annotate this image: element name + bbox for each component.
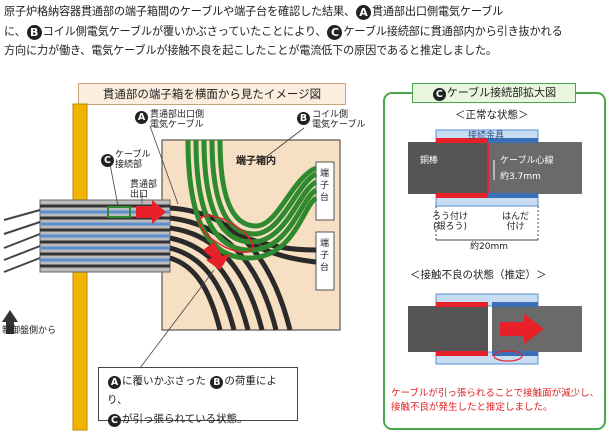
cable-core: [488, 142, 582, 194]
pull-arrow-down: [203, 242, 230, 270]
right-title-text: ケーブル接続部拡大図: [446, 86, 557, 99]
pull-arrow-bad: [500, 314, 544, 344]
badge-a: A: [135, 111, 148, 124]
badge-a: A: [108, 376, 121, 389]
intro-part: 原子炉格納容器貫通部の端子箱間のケーブルや端子台を確認した結果、: [4, 5, 355, 18]
bad-state-title: ＜接触不良の状態（推定）＞: [410, 269, 547, 281]
label-core-dia: 約3.7mm: [500, 172, 541, 182]
label-from-panel: 制御盤側から: [2, 326, 57, 336]
badge-b: B: [210, 376, 224, 389]
label-core: ケーブル心線: [500, 156, 554, 166]
label-terminal-box: 端子箱内: [236, 156, 276, 167]
callout-part: が引っ張られている状態。: [122, 413, 248, 425]
contact-loss-highlight: [493, 350, 523, 362]
leader-lines: [109, 125, 305, 369]
callout-part: の荷重により、: [107, 375, 277, 406]
side-view-diagram: [2, 103, 341, 431]
intro-part: ケーブル接続部に貫通部内から引き抜かれる: [343, 24, 563, 38]
label-connection: ケーブル 接続部: [115, 150, 151, 170]
badge-c: C: [327, 24, 343, 40]
intro-part: 方向に力が働き、電気ケーブルが接触不良を起こしたことが電流低下の原因であると推定…: [4, 44, 497, 57]
badge-c: C: [101, 154, 114, 167]
intro-part: コイル側電気ケーブルが覆いかぶさっていたことにより、: [42, 24, 327, 38]
label-penetration-exit: 貫通部 出口: [130, 180, 158, 200]
conclusion-note: ケーブルが引っ張られることで接触面が減少し、接触不良が発生したと推定しました。: [391, 388, 600, 413]
intro-part: 貫通部出口側電気ケーブル: [371, 5, 504, 18]
label-terminal-2: 端子台: [320, 239, 330, 273]
badge-c: C: [108, 414, 121, 427]
badge-c: C: [432, 88, 446, 101]
label-sleeve: 接続金具: [468, 131, 505, 141]
copper-rod-bad: [408, 306, 488, 352]
label-coil-cable: コイル側 電気ケーブル: [312, 110, 366, 130]
overlap-highlight: [198, 215, 254, 253]
pull-arrow-left: [136, 200, 166, 224]
badge-b: B: [26, 24, 42, 40]
badge-b: B: [297, 112, 310, 125]
label-braze-silver: ろう付け (銀ろう): [432, 212, 469, 232]
badge-a: A: [355, 5, 371, 20]
label-copper: 銅棒: [420, 156, 439, 166]
panel-side-cables: [3, 209, 41, 273]
normal-state-title: ＜正常な状態＞: [455, 109, 529, 121]
label-exit-cable: 貫通部出口側 電気ケーブル: [150, 110, 205, 130]
copper-rod: [408, 142, 488, 194]
left-diagram-title: 貫通部の端子箱を横面から見たイメージ図: [78, 83, 346, 105]
intro-part: に、: [4, 24, 26, 38]
label-solder: はんだ 付け: [502, 212, 530, 232]
enlarged-diagram: [408, 129, 582, 365]
callout-part: に覆いかぶさった: [122, 375, 206, 387]
connection-highlight: [107, 206, 131, 218]
panel-direction-arrow: [2, 310, 18, 334]
label-terminal-1: 端子台: [320, 169, 330, 203]
label-length: 約20mm: [470, 242, 508, 252]
